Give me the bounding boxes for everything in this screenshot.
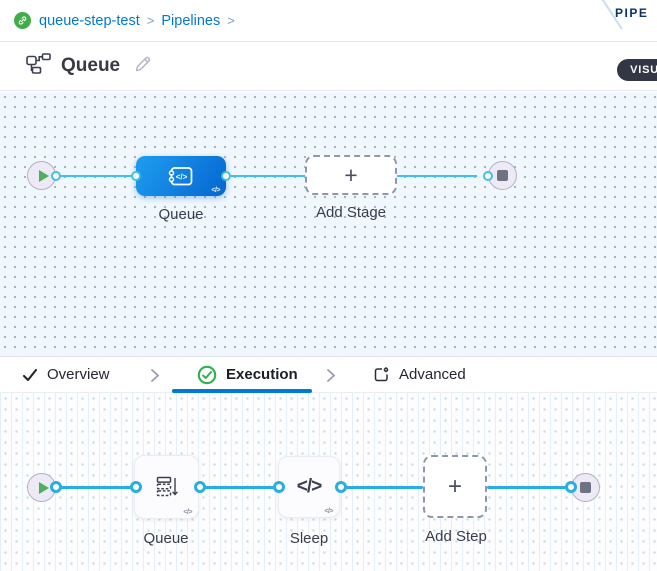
pipeline-stage-tabs: Overview Execution Advanced (0, 356, 657, 393)
tab-label: Advanced (399, 366, 466, 383)
edge-port (50, 481, 62, 493)
tab-advanced[interactable]: Advanced (373, 357, 466, 392)
success-check-circle-icon (197, 365, 217, 384)
stop-icon (497, 170, 508, 181)
code-badge: </> (211, 187, 220, 194)
step-node-sleep[interactable]: </> </> (278, 456, 340, 518)
step-label: Sleep (289, 530, 329, 547)
breadcrumb-separator: > (227, 13, 235, 28)
edge-port (51, 171, 61, 181)
pipeline-graph-icon (26, 53, 51, 79)
edge-port (483, 171, 493, 181)
stage-label: Queue (158, 206, 204, 223)
edge-port (565, 481, 577, 493)
stop-icon (580, 482, 591, 493)
edge-port (221, 171, 231, 181)
tab-overview[interactable]: Overview (22, 357, 110, 392)
edge-connector (56, 486, 136, 489)
step-node-queue[interactable]: </> (134, 455, 199, 519)
breadcrumb: queue-step-test > Pipelines > (0, 0, 657, 42)
breadcrumb-link-project[interactable]: queue-step-test (39, 12, 140, 29)
add-step-button[interactable]: + (423, 455, 487, 518)
advanced-settings-icon (374, 367, 389, 382)
add-step-label: Add Step (425, 528, 487, 545)
code-icon: </> (296, 476, 323, 497)
edge-connector (226, 175, 305, 177)
plus-icon: + (344, 161, 358, 188)
pipeline-start-node (27, 161, 56, 190)
pipeline-title-bar: Queue VISU (0, 42, 657, 91)
execution-graph-canvas[interactable]: </> Queue </> </> Sleep + Add Step (0, 393, 657, 571)
page-title: Queue (61, 55, 121, 76)
edge-port (130, 481, 142, 493)
play-icon (38, 169, 49, 182)
edge-port (131, 171, 141, 181)
project-logo-icon (14, 12, 31, 29)
edge-port (194, 481, 206, 493)
edge-connector (341, 486, 423, 489)
active-tab-underline (172, 389, 312, 393)
visual-yaml-toggle[interactable]: VISU (617, 59, 657, 81)
edge-connector (56, 175, 136, 177)
edge-port (335, 481, 347, 493)
svg-text:</>: </> (175, 172, 187, 181)
add-stage-button[interactable]: + (305, 155, 397, 195)
tab-label: Execution (226, 366, 298, 383)
tab-label: Overview (47, 366, 110, 383)
queue-stack-icon (156, 476, 178, 496)
code-badge: </> (324, 508, 333, 515)
edit-pencil-icon[interactable] (134, 55, 152, 78)
add-stage-label: Add Stage (315, 204, 387, 221)
check-icon (22, 368, 38, 381)
plus-icon: + (447, 472, 462, 500)
edge-connector (487, 486, 571, 489)
ci-stage-icon: </> (168, 166, 192, 185)
breadcrumb-separator: > (146, 13, 155, 28)
chevron-right-icon (151, 369, 160, 382)
code-badge: </> (183, 509, 192, 516)
play-icon (38, 481, 49, 494)
stage-graph-canvas[interactable]: </> </> Queue + Add Stage (0, 92, 657, 356)
stage-node-queue[interactable]: </> </> (136, 156, 226, 196)
step-label: Queue (143, 530, 189, 547)
chevron-right-icon (327, 369, 336, 382)
tab-execution[interactable]: Execution (197, 357, 298, 392)
edge-port (273, 481, 285, 493)
breadcrumb-link-pipelines[interactable]: Pipelines (161, 12, 221, 29)
edge-connector (397, 175, 477, 177)
edge-connector (200, 486, 279, 489)
